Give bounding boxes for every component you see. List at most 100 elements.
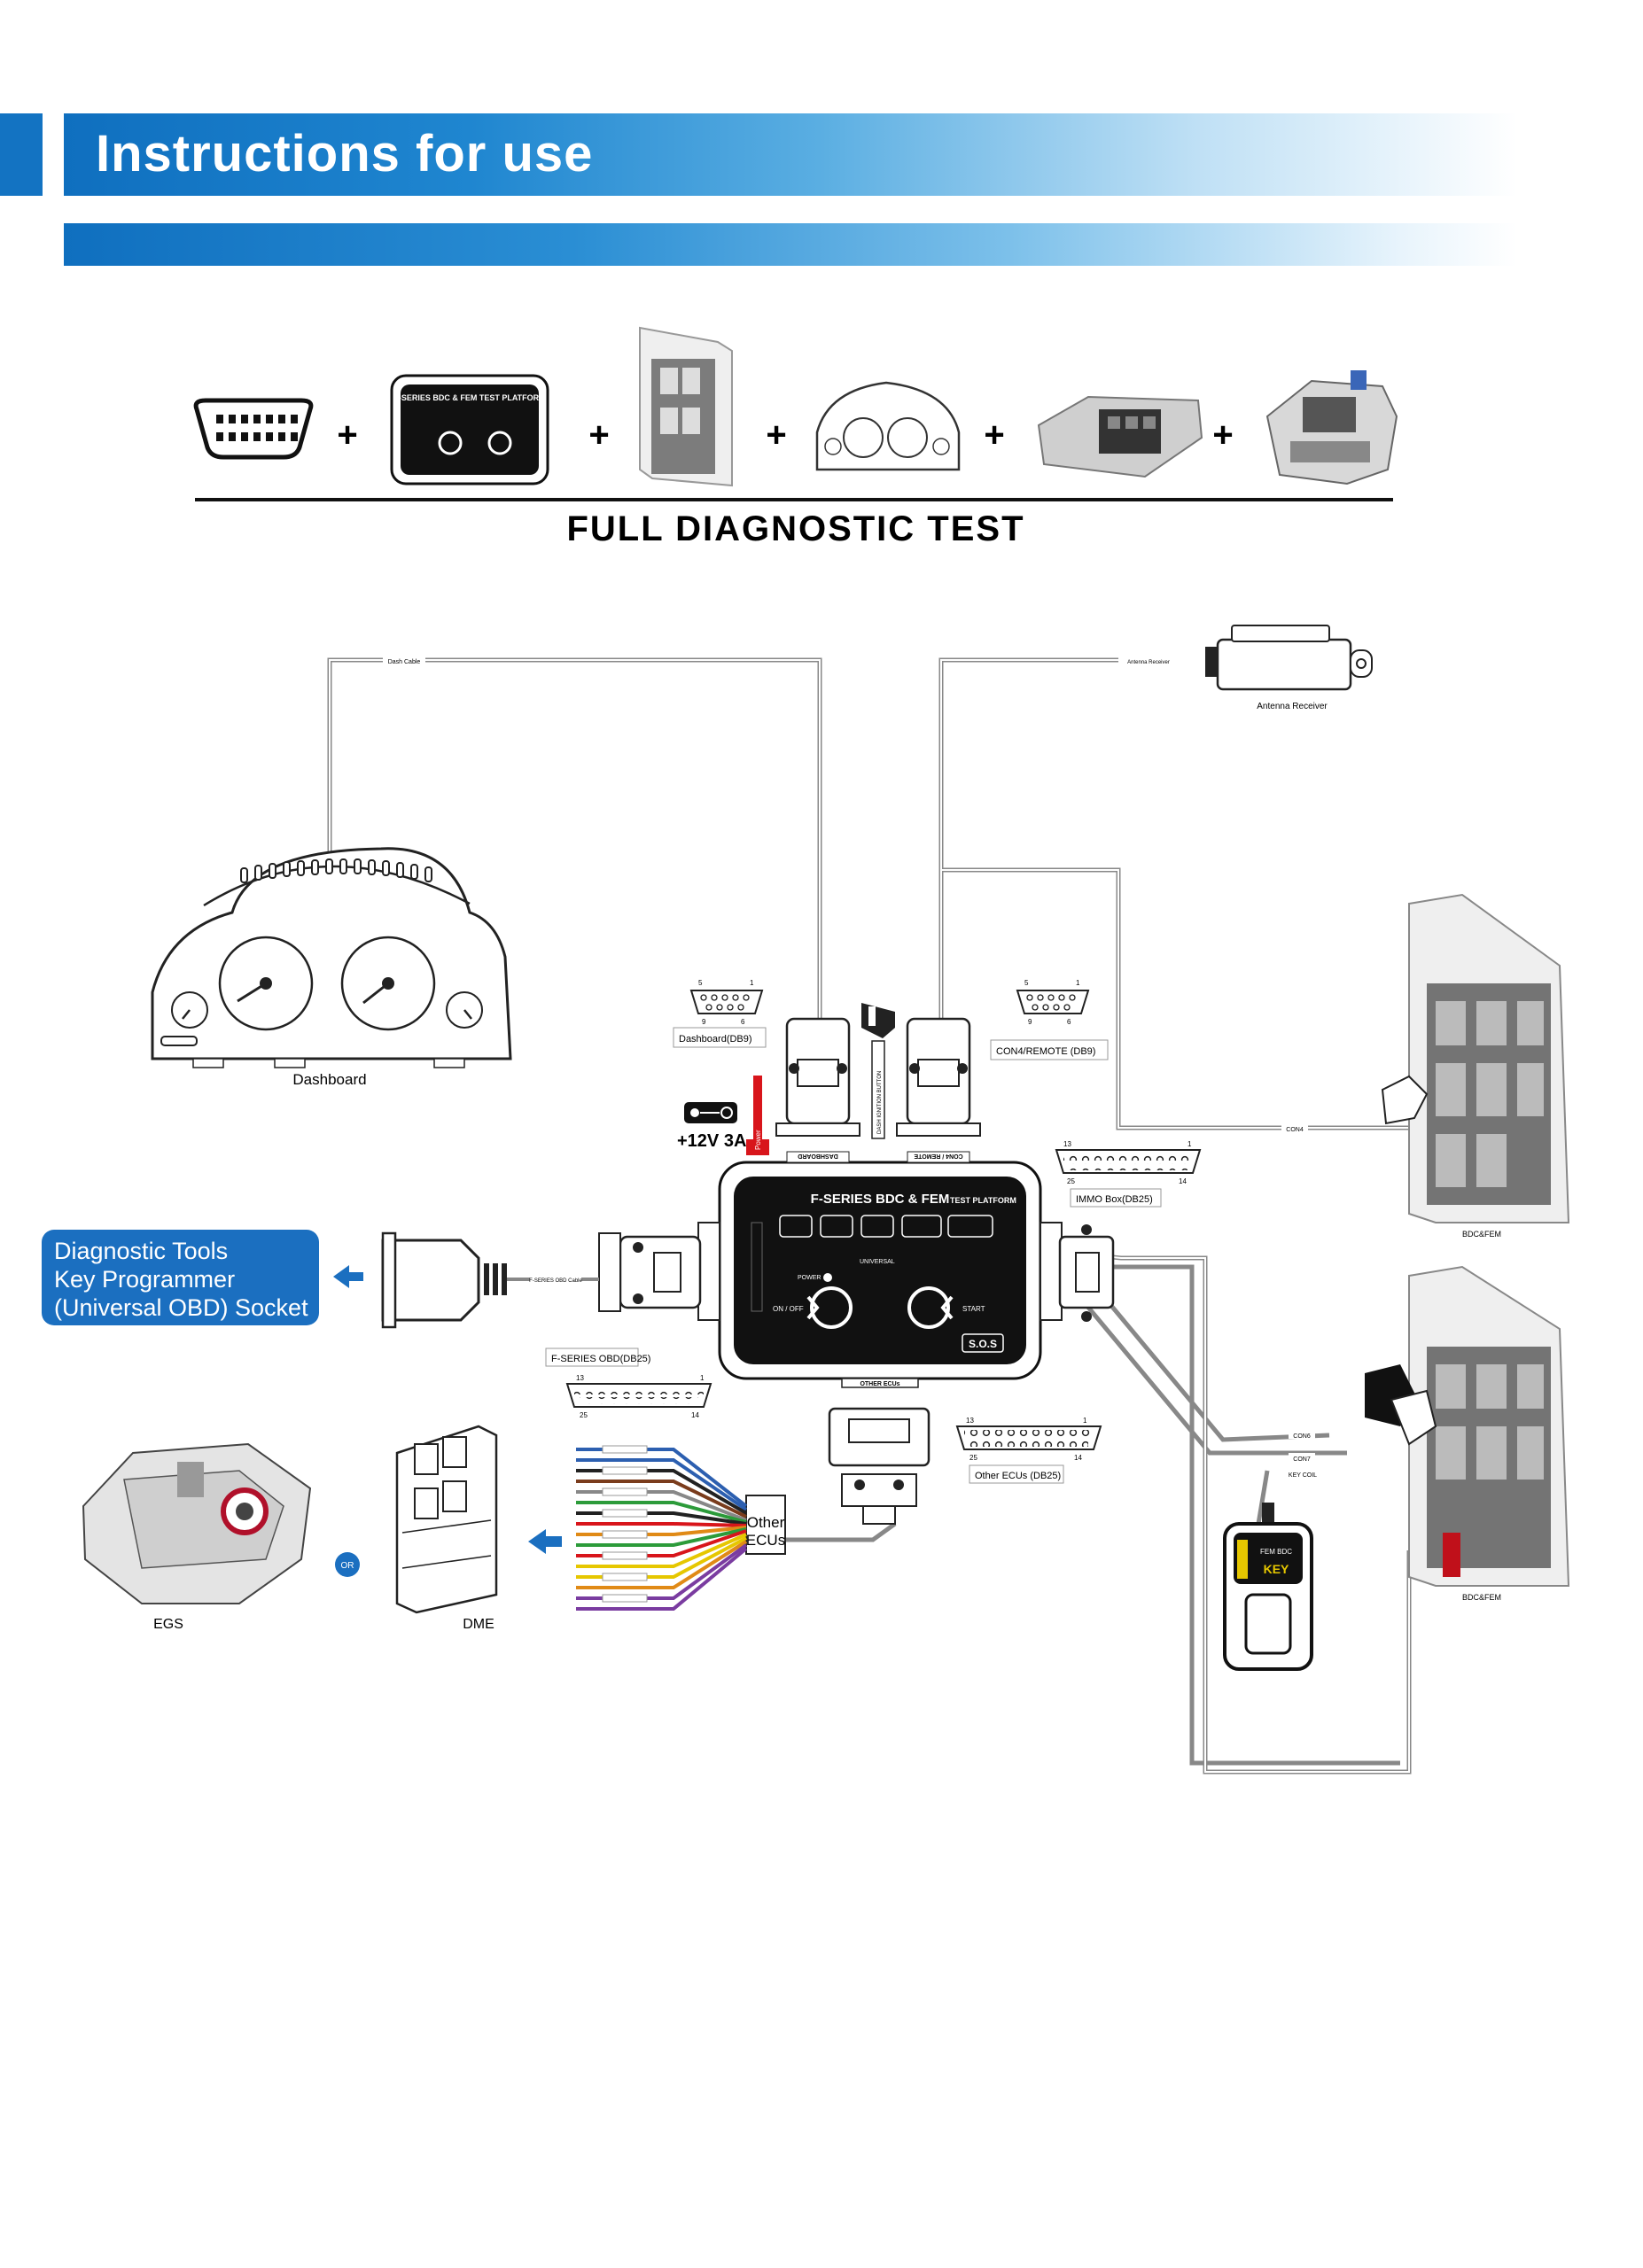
svg-text:DASH IGNITION BUTTON: DASH IGNITION BUTTON <box>877 1071 883 1134</box>
egs-module-thumbnail <box>1265 370 1398 485</box>
dashboard-thumbnail <box>815 381 961 471</box>
dashboard-db9-pinout: 5 1 9 6 Dashboard(DB9) <box>673 979 767 1048</box>
svg-text:START: START <box>962 1305 985 1313</box>
plus-sign: + <box>984 416 1004 454</box>
bdc-module-thumbnail <box>639 326 733 487</box>
bdc-fem-label-top: BDC&FEM <box>1462 1230 1501 1239</box>
svg-text:5: 5 <box>698 979 703 987</box>
svg-text:14: 14 <box>691 1411 699 1419</box>
dashboard-label: Dashboard <box>292 1071 366 1088</box>
antenna-receiver-label: Antenna Receiver <box>1257 702 1328 711</box>
svg-text:25: 25 <box>580 1411 588 1419</box>
or-badge <box>335 1552 360 1577</box>
immo-db25-plug <box>1040 1222 1115 1322</box>
dme-label: DME <box>463 1617 494 1632</box>
diagnostic-tools-badge: Diagnostic Tools Key Programmer (Univers… <box>42 1230 319 1325</box>
svg-text:TEST PLATFORM: TEST PLATFORM <box>950 1196 1016 1205</box>
con4-cable-label: CON4 <box>1286 1127 1304 1133</box>
con4-db9-plug <box>896 1017 981 1137</box>
svg-text:13: 13 <box>1063 1140 1071 1148</box>
svg-text:1: 1 <box>750 979 754 987</box>
plus-sign: + <box>337 416 357 454</box>
obd-db25-label: F-SERIES OBD(DB25) <box>551 1354 650 1364</box>
immo-box-label: IMMO Box(DB25) <box>1076 1194 1153 1205</box>
egs-label: EGS <box>153 1617 183 1632</box>
egs-module <box>82 1442 312 1604</box>
svg-text:FEM BDC: FEM BDC <box>1260 1548 1292 1556</box>
dashboard-cluster <box>151 847 512 1068</box>
plus-sign: + <box>588 416 609 454</box>
header-accent-bar <box>0 113 43 196</box>
other-ecus-wire-harness: Other ECUs <box>576 1445 786 1611</box>
svg-text:POWER: POWER <box>798 1275 821 1281</box>
dme-module <box>395 1425 498 1614</box>
key-coil-label: KEY COIL <box>1289 1472 1317 1479</box>
svg-text:25: 25 <box>1067 1177 1075 1185</box>
svg-text:F-SERIES OBD Cable: F-SERIES OBD Cable <box>529 1278 582 1284</box>
obd-db25-plug <box>598 1222 720 1321</box>
svg-text:DASHBOARD: DASHBOARD <box>798 1153 838 1159</box>
obd-cable-plug: F-SERIES OBD Cable <box>381 1231 599 1329</box>
dash-ignition-button: DASH IGNITION BUTTON <box>861 1003 895 1139</box>
svg-text:1: 1 <box>1187 1140 1192 1148</box>
platform-title: F-SERIES BDC & FEM <box>811 1192 950 1207</box>
bdc-fem-module-top <box>1381 893 1570 1223</box>
svg-text:14: 14 <box>1074 1454 1082 1462</box>
svg-text:9: 9 <box>1028 1018 1032 1026</box>
con7-label: CON7 <box>1293 1456 1311 1463</box>
platform-thumbnail: F-SERIES BDC & FEM TEST PLATFORM <box>390 374 549 485</box>
antenna-cable-label: Antenna Receiver <box>1127 660 1170 665</box>
other-ecus-line1: Other <box>747 1514 785 1531</box>
power-input: +12V 3A Power <box>677 1076 769 1155</box>
svg-text:CON4 / REMOTE: CON4 / REMOTE <box>914 1153 963 1159</box>
svg-text:OTHER ECUs: OTHER ECUs <box>860 1381 899 1387</box>
con4-db9-label: CON4/REMOTE (DB9) <box>996 1046 1095 1057</box>
diagnostic-tools-line2: Key Programmer <box>54 1266 236 1293</box>
bdc-fem-module-bottom <box>1365 1265 1570 1587</box>
svg-text:1: 1 <box>1083 1417 1087 1425</box>
svg-text:Power: Power <box>754 1130 762 1150</box>
test-platform-device: F-SERIES BDC & FEM TEST PLATFORM POWER U… <box>718 1151 1042 1388</box>
svg-text:KEY: KEY <box>1264 1562 1289 1576</box>
svg-text:1: 1 <box>1076 979 1080 987</box>
svg-text:9: 9 <box>702 1018 706 1026</box>
bdc-fem-label-bottom: BDC&FEM <box>1462 1593 1501 1602</box>
svg-text:ON / OFF: ON / OFF <box>773 1305 804 1313</box>
svg-text:UNIVERSAL: UNIVERSAL <box>860 1259 895 1265</box>
dash-cable-label: Dash Cable <box>388 659 421 665</box>
sub-banner <box>64 223 1517 266</box>
con4-db9-pinout: 5 1 9 6 CON4/REMOTE (DB9) <box>990 979 1109 1060</box>
diagnostic-tools-line1: Diagnostic Tools <box>54 1238 229 1264</box>
full-diagnostic-caption: FULL DIAGNOSTIC TEST <box>566 509 1024 548</box>
header-banner <box>64 113 1517 196</box>
obd-connector-icon <box>193 398 314 460</box>
plus-sign: + <box>766 416 786 454</box>
antenna-receiver-device <box>1205 625 1373 691</box>
other-ecus-line2: ECUs <box>746 1532 785 1549</box>
svg-text:13: 13 <box>966 1417 974 1425</box>
other-ecus-db25-label: Other ECUs (DB25) <box>975 1471 1061 1481</box>
svg-text:13: 13 <box>576 1374 584 1382</box>
svg-text:25: 25 <box>969 1454 977 1462</box>
dashboard-db9-plug <box>775 1017 860 1137</box>
dashboard-db9-label: Dashboard(DB9) <box>679 1034 752 1045</box>
page-title: Instructions for use <box>96 125 594 183</box>
svg-text:6: 6 <box>1067 1018 1071 1026</box>
svg-text:14: 14 <box>1179 1177 1187 1185</box>
or-label: OR <box>341 1561 354 1571</box>
svg-text:6: 6 <box>741 1018 745 1026</box>
key-reader-device: FEM BDC KEY <box>1223 1503 1313 1671</box>
arrow-left-icon <box>333 1265 363 1288</box>
diagnostic-tools-line3: (Universal OBD) Socket <box>54 1294 308 1321</box>
other-ecus-db25-plug <box>828 1407 931 1525</box>
dme-module-thumbnail <box>1037 395 1203 478</box>
con6-label: CON6 <box>1293 1433 1311 1440</box>
plus-sign: + <box>1212 416 1233 454</box>
svg-text:5: 5 <box>1024 979 1029 987</box>
arrow-left-icon <box>528 1529 562 1554</box>
platform-thumb-title: F-SERIES BDC & FEM TEST PLATFORM <box>393 393 545 402</box>
svg-text:S.O.S: S.O.S <box>969 1338 997 1350</box>
immo-db25-pinout: 13 1 25 14 IMMO Box(DB25) <box>1055 1140 1202 1208</box>
